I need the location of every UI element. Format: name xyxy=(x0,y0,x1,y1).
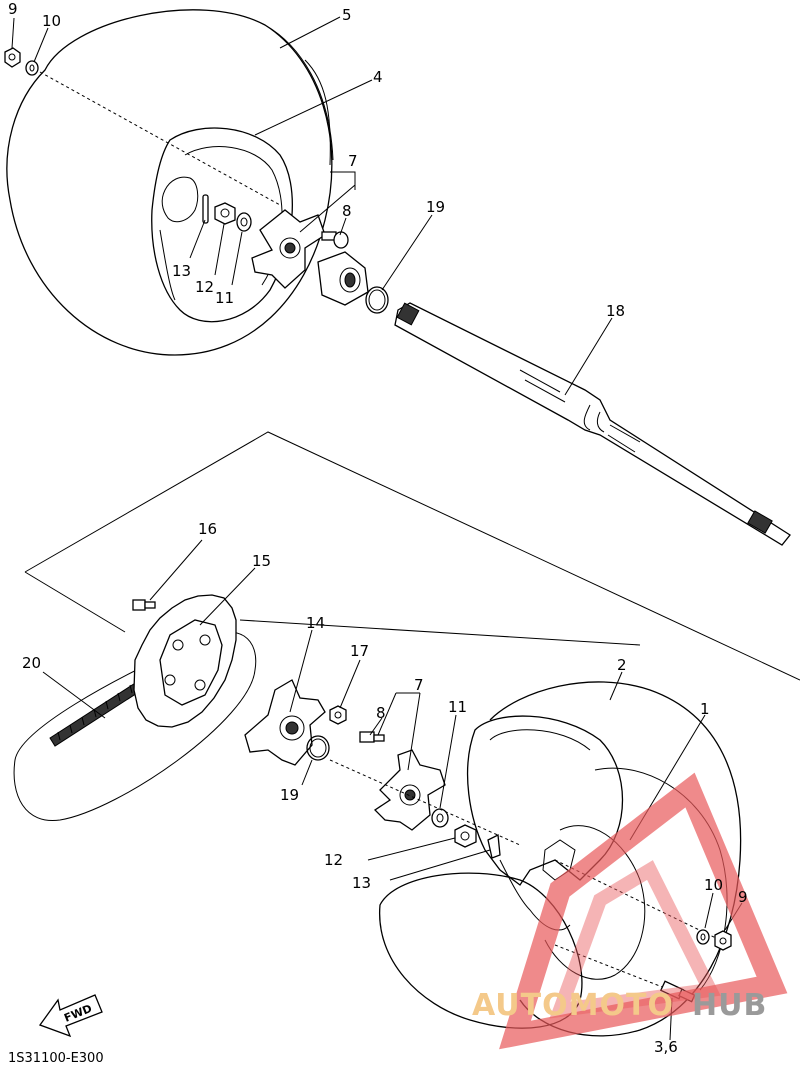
callout-8-bot: 8 xyxy=(376,704,386,722)
sprocket-15 xyxy=(133,594,237,728)
callout-12-top: 12 xyxy=(195,278,214,296)
watermark-logo: AUTOMOTO HUB xyxy=(472,772,788,1050)
washer-11-top xyxy=(236,212,252,232)
hub-7-top xyxy=(251,209,326,289)
cotter-pin-13-bot xyxy=(487,833,501,859)
tire-bottom xyxy=(379,681,742,1037)
bolt-16 xyxy=(132,599,156,611)
diagram-code: 1S31100-E300 xyxy=(8,1051,104,1066)
nut-9-bot xyxy=(714,930,732,951)
cotter-pin-13-top xyxy=(202,194,209,224)
fwd-arrow: FWD xyxy=(38,994,103,1038)
callout-11-top: 11 xyxy=(215,289,234,307)
callout-9-top: 9 xyxy=(8,0,18,18)
drive-chain-loop xyxy=(13,631,257,822)
washer-10-bot xyxy=(696,929,710,945)
callout-2: 2 xyxy=(617,656,627,674)
callout-10-top: 10 xyxy=(42,12,61,30)
callout-13-bot: 13 xyxy=(352,874,371,892)
callout-19-top: 19 xyxy=(426,198,445,216)
callout-1: 1 xyxy=(700,700,710,718)
watermark-text-2: HUB xyxy=(692,988,767,1023)
callout-14: 14 xyxy=(306,614,325,632)
callout-20: 20 xyxy=(22,654,41,672)
callout-11-bot: 11 xyxy=(448,698,467,716)
nut-12-bot xyxy=(454,824,477,848)
sprocket-hub-14 xyxy=(244,679,326,766)
watermark-text-1: AUTOMOTO xyxy=(472,988,674,1023)
bolt-8-bot xyxy=(359,731,385,743)
rim-bottom xyxy=(466,715,646,980)
callout-18: 18 xyxy=(606,302,625,320)
callout-8-top: 8 xyxy=(342,202,352,220)
callout-7-top: 7 xyxy=(348,152,358,170)
callout-16: 16 xyxy=(198,520,217,538)
callout-9-bot: 9 xyxy=(738,888,748,906)
section-outline-bottom xyxy=(239,619,641,646)
callout-7-bot: 7 xyxy=(414,676,424,694)
axis-line-top xyxy=(39,71,281,206)
axis-line-bot-2 xyxy=(554,944,671,991)
washer-10-top xyxy=(25,60,39,76)
o-ring-19-bot xyxy=(306,735,330,761)
axis-line-bot-hub xyxy=(329,759,521,846)
callout-10-bot: 10 xyxy=(704,876,723,894)
callout-19-bot: 19 xyxy=(280,786,299,804)
axle-18 xyxy=(394,302,791,546)
tire-top xyxy=(6,9,334,356)
section-outline-top xyxy=(24,431,800,681)
callout-5: 5 xyxy=(342,6,352,24)
callout-3-6: 3,6 xyxy=(654,1038,678,1056)
callout-15: 15 xyxy=(252,552,271,570)
callout-17: 17 xyxy=(350,642,369,660)
callout-4: 4 xyxy=(373,68,383,86)
leader-lines xyxy=(11,16,743,1041)
callout-13-top: 13 xyxy=(172,262,191,280)
hub-7-bot xyxy=(373,749,446,831)
nut-12-top xyxy=(214,202,236,225)
nut-9-top xyxy=(4,47,21,68)
callout-12-bot: 12 xyxy=(324,851,343,869)
section-outline-left xyxy=(24,571,126,633)
nut-17 xyxy=(329,705,347,725)
o-ring-19-top xyxy=(365,286,389,314)
bolt-8-top xyxy=(321,231,349,249)
bearing-housing-top xyxy=(317,251,369,306)
